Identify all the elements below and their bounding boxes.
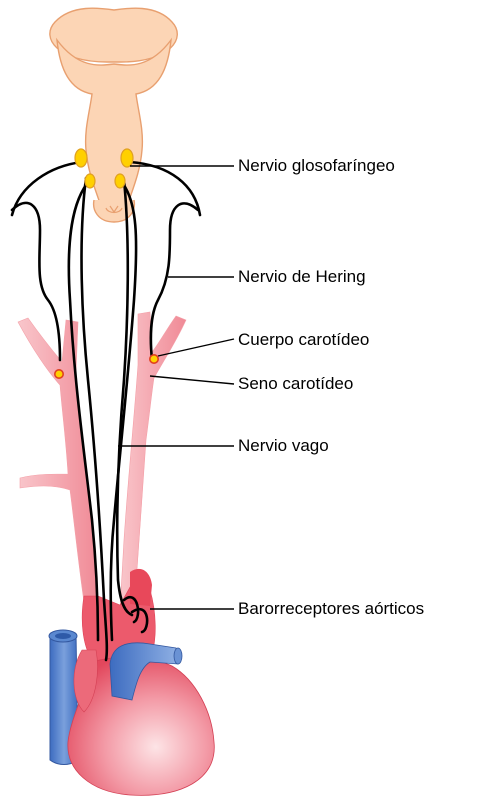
ganglion-upper-right — [121, 149, 133, 167]
ganglion-upper-left — [75, 149, 87, 167]
label-glossopharyngeal-nerve: Nervio glosofaríngeo — [238, 156, 395, 176]
carotid-body-right — [150, 355, 158, 363]
ganglion-lower-left — [85, 174, 95, 188]
label-carotid-body: Cuerpo carotídeo — [238, 330, 369, 350]
nerves — [12, 162, 200, 660]
leader-carotid-sinus — [150, 376, 234, 384]
carotid-body-left — [55, 370, 63, 378]
label-hering-nerve: Nervio de Hering — [238, 267, 366, 287]
brainstem — [50, 8, 177, 222]
label-aortic-baroreceptors: Barorreceptores aórticos — [238, 599, 424, 619]
label-carotid-sinus: Seno carotídeo — [238, 374, 353, 394]
label-vagus-nerve: Nervio vago — [238, 436, 329, 456]
ganglion-lower-right — [115, 174, 125, 188]
glossopharyngeal-nerve-left — [12, 162, 82, 215]
glossopharyngeal-nerve-right — [130, 162, 200, 215]
